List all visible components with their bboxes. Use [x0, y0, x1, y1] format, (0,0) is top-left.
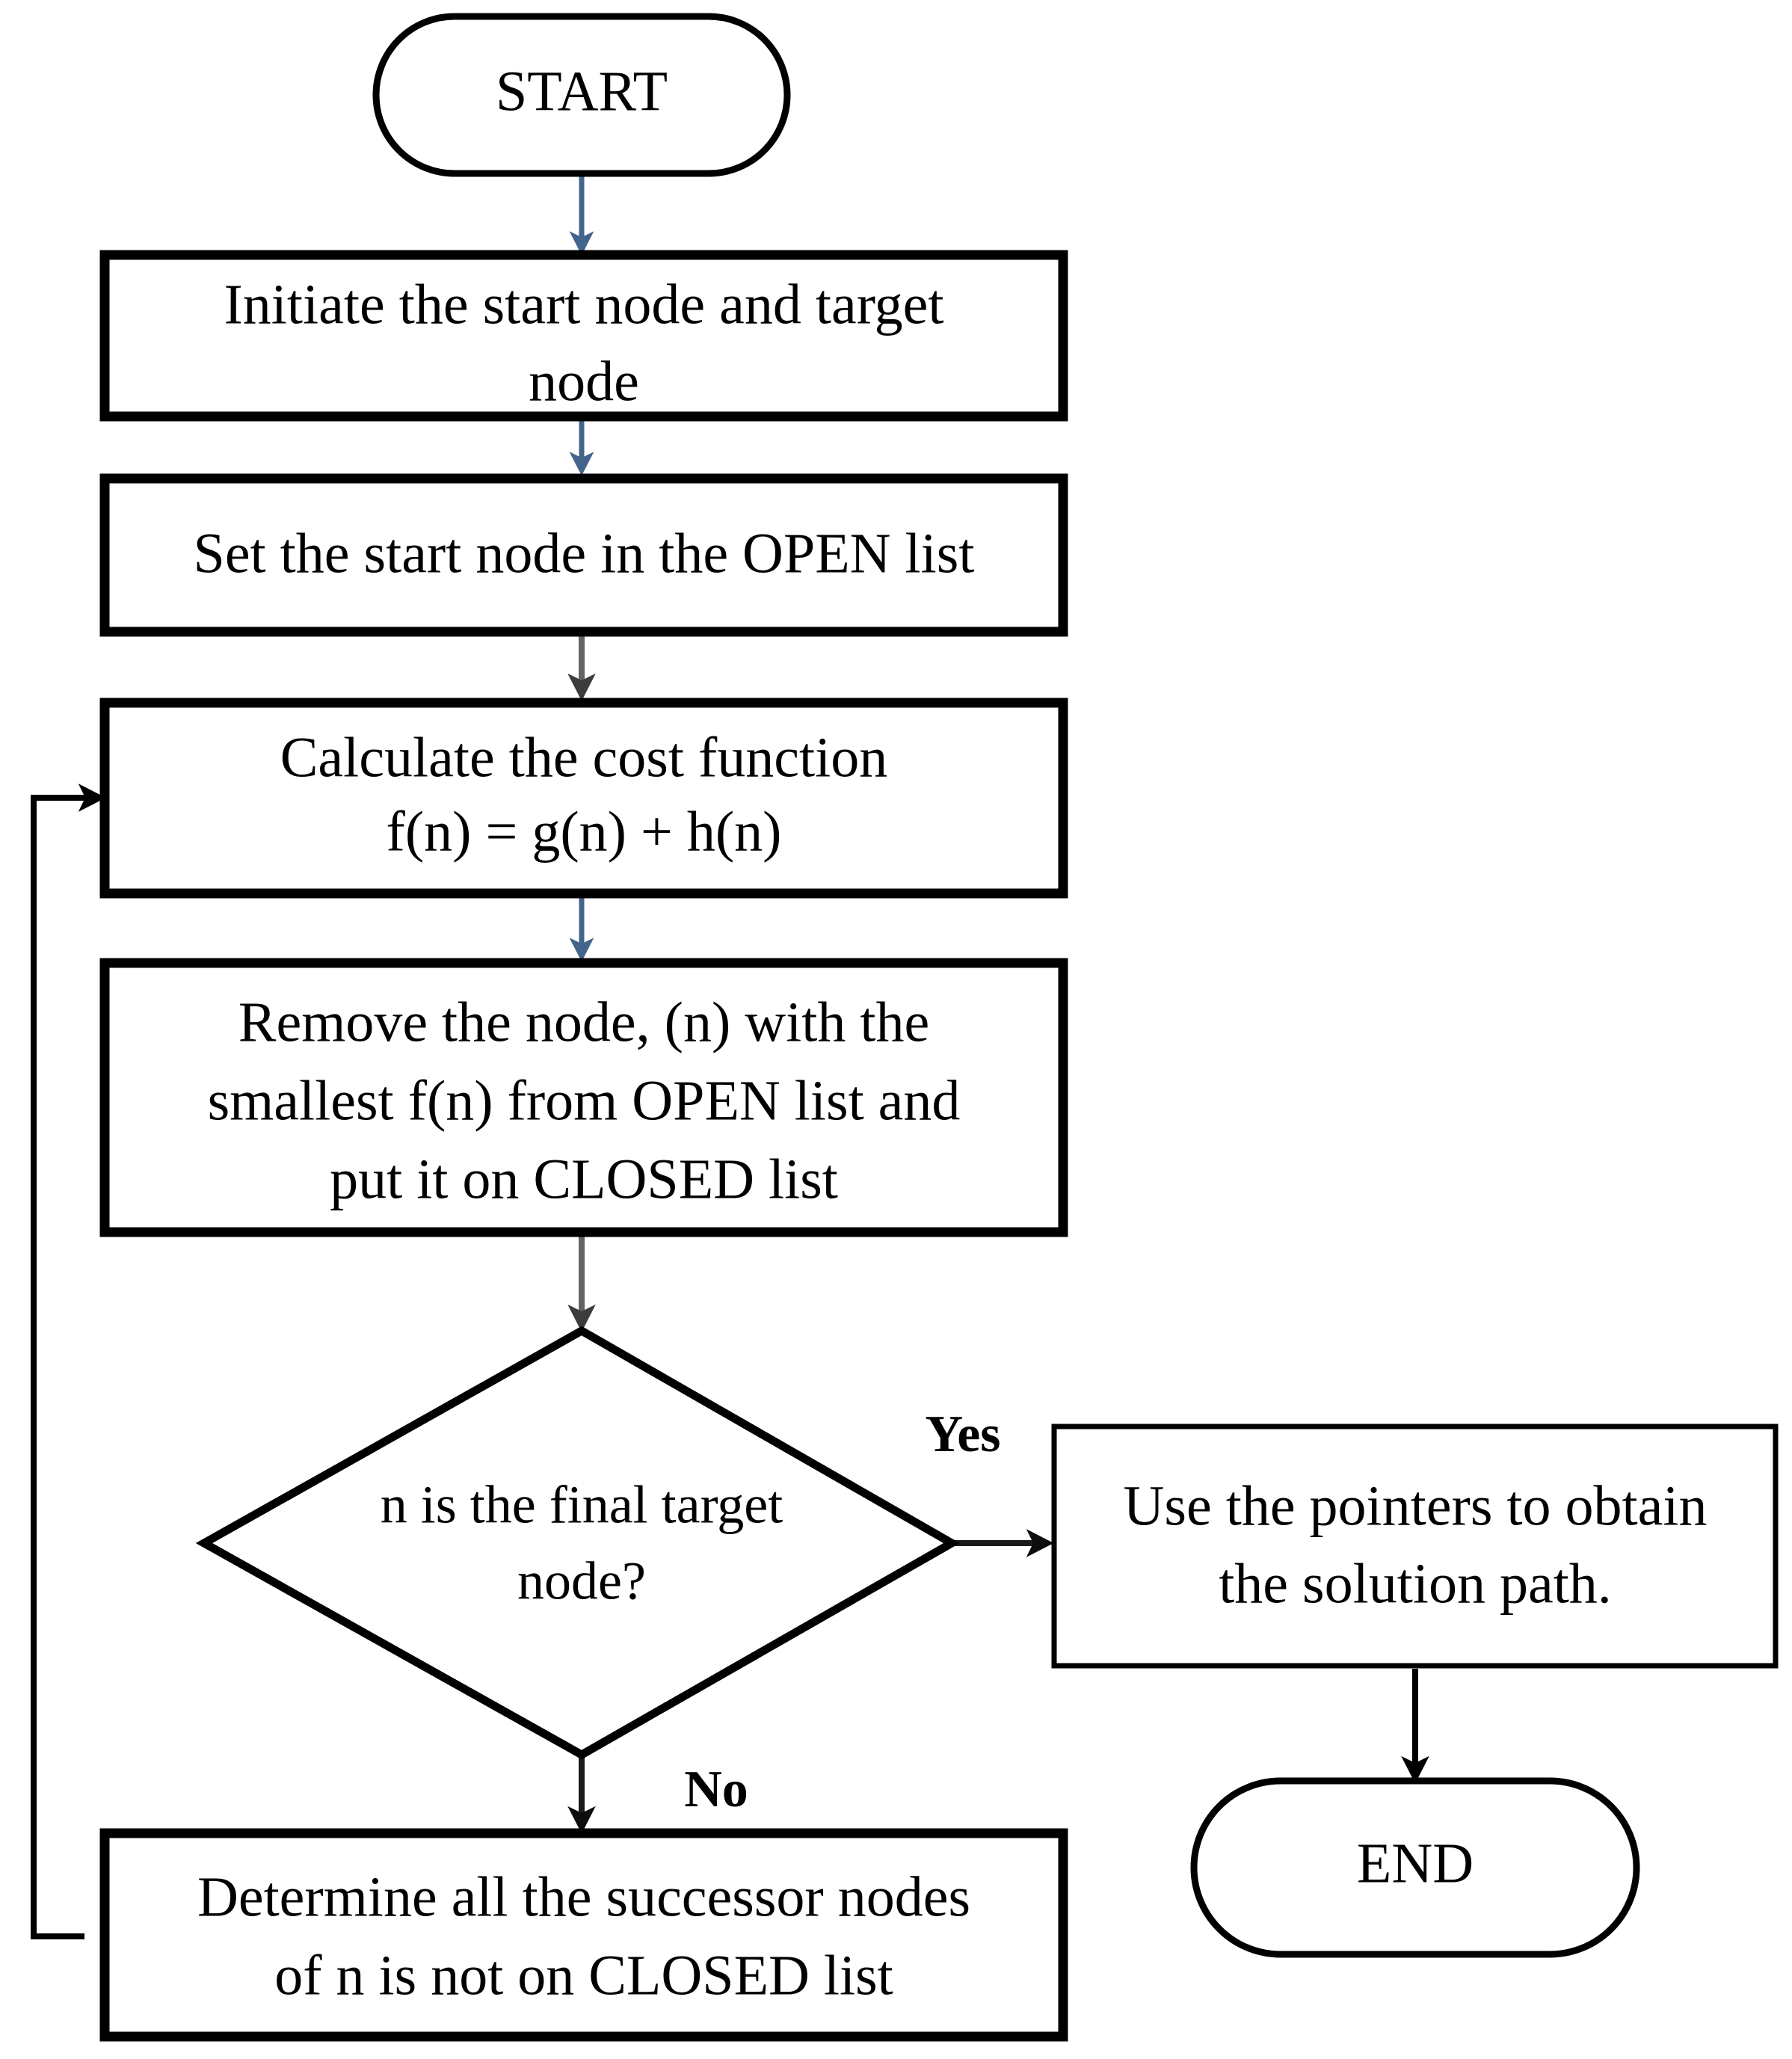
node-remove-node[interactable]: Remove the node, (n) with the smallest f…	[99, 958, 1068, 1237]
decision-line-2: node?	[517, 1551, 646, 1611]
initiate-line-1: Initiate the start node and target	[224, 273, 943, 336]
remove-node-box-shape	[99, 958, 1068, 1237]
calculate-line-2: f(n) = g(n) + h(n)	[387, 800, 782, 863]
determine-successors-line-1: Determine all the successor nodes	[197, 1865, 970, 1928]
end-label: END	[1357, 1832, 1474, 1895]
determine-successors-line-2: of n is not on CLOSED list	[274, 1944, 893, 2007]
node-use-pointers[interactable]: Use the pointers to obtain the solution …	[1051, 1424, 1779, 1669]
end-terminator-shape	[1190, 1777, 1640, 1958]
use-pointers-line-2: the solution path.	[1219, 1552, 1612, 1615]
node-initiate[interactable]: Initiate the start node and target node	[99, 250, 1068, 422]
node-set-open[interactable]: Set the start node in the OPEN list	[99, 473, 1068, 637]
start-label: START	[496, 60, 668, 123]
feedback-loop-line	[31, 784, 106, 1939]
start-terminator-shape	[372, 13, 791, 177]
initiate-line-2: node	[529, 350, 639, 413]
node-end[interactable]: END	[1190, 1777, 1640, 1958]
node-calculate[interactable]: Calculate the cost function f(n) = g(n) …	[99, 698, 1068, 899]
determine-successors-box-shape	[99, 1828, 1068, 2042]
use-pointers-box-shape	[1051, 1424, 1779, 1669]
calculate-box-shape	[99, 698, 1068, 899]
set-open-line-1: Set the start node in the OPEN list	[194, 522, 975, 585]
initiate-box-shape	[99, 250, 1068, 422]
calculate-line-1: Calculate the cost function	[280, 726, 888, 789]
node-determine-successors[interactable]: Determine all the successor nodes of n i…	[99, 1828, 1068, 2042]
edge-label-no: No	[684, 1761, 748, 1818]
use-pointers-line-1: Use the pointers to obtain	[1124, 1474, 1708, 1537]
set-open-box-shape	[99, 473, 1068, 637]
connector-determine-feedback-to-calculate	[31, 784, 106, 1939]
remove-node-line-2: smallest f(n) from OPEN list and	[208, 1069, 961, 1132]
remove-node-line-1: Remove the node, (n) with the	[238, 991, 929, 1053]
node-start[interactable]: START	[372, 13, 791, 177]
remove-node-line-3: put it on CLOSED list	[330, 1148, 838, 1210]
node-decision[interactable]: n is the final target node?	[195, 1326, 961, 1760]
decision-diamond-shape	[195, 1326, 961, 1760]
edge-label-yes: Yes	[925, 1406, 1000, 1463]
decision-line-1: n is the final target	[381, 1475, 783, 1535]
